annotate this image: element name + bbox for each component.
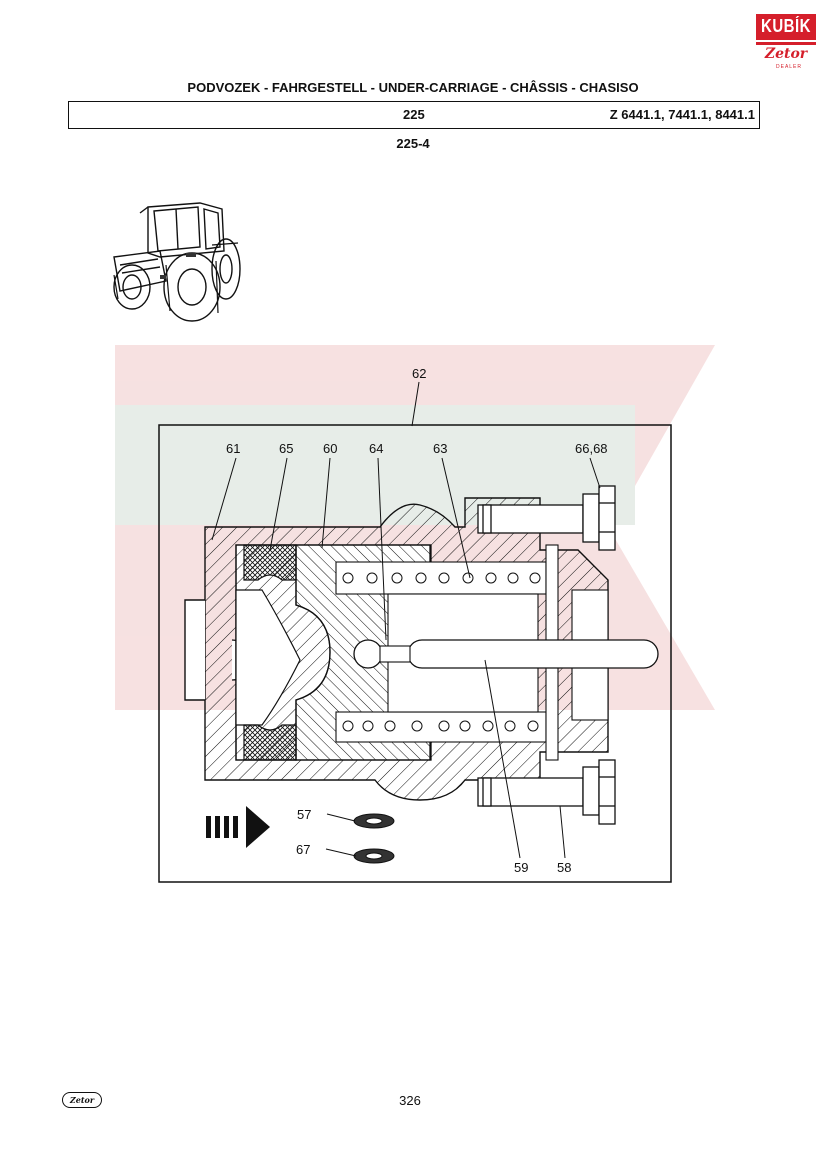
footer-zetor-logo: Zetor	[62, 1092, 102, 1108]
callout-67: 67	[296, 842, 310, 857]
callout-60: 60	[323, 441, 337, 456]
callout-61: 61	[226, 441, 240, 456]
kubik-zetor-logo: KUBÍK Zetor DEALER	[756, 14, 816, 72]
page-title: PODVOZEK - FAHRGESTELL - UNDER-CARRIAGE …	[187, 80, 639, 95]
logo-brand: KUBÍK	[756, 14, 816, 40]
page-number: 326	[399, 1093, 421, 1108]
brake-caliper-diagram: 62 61 65 60 64 63 66,68 57 67 59 58	[115, 345, 715, 883]
callout-59: 59	[514, 860, 528, 875]
group-number: 225	[403, 107, 425, 122]
logo-zetor: Zetor	[764, 46, 808, 62]
logo-stripe	[756, 42, 816, 45]
section-number: 225-4	[396, 136, 430, 151]
direction-arrow	[206, 806, 270, 848]
logo-dealer: DEALER	[776, 64, 803, 70]
callout-63: 63	[433, 441, 447, 456]
callout-65: 65	[279, 441, 293, 456]
callout-57: 57	[297, 807, 311, 822]
header-box: 225 Z 6441.1, 7441.1, 8441.1	[68, 101, 760, 129]
callout-64: 64	[369, 441, 383, 456]
tractor-illustration	[113, 202, 241, 322]
model-list: Z 6441.1, 7441.1, 8441.1	[609, 107, 755, 122]
callout-58: 58	[557, 860, 571, 875]
washer-57	[353, 813, 395, 829]
callout-62: 62	[412, 366, 426, 381]
washer-67	[353, 848, 395, 864]
callout-66-68: 66,68	[575, 441, 608, 456]
